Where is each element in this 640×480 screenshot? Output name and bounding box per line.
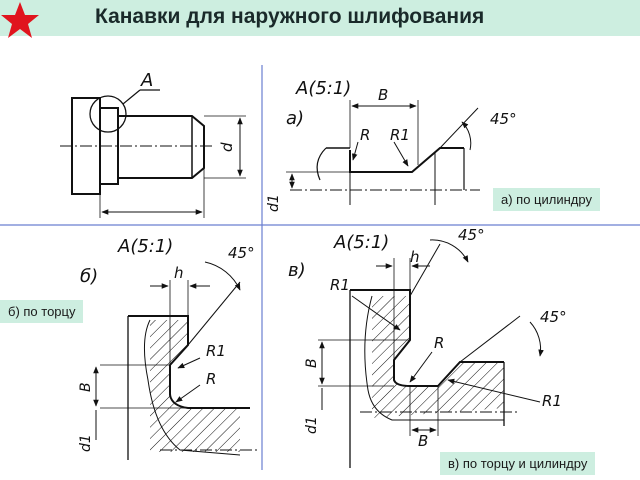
star-icon <box>1 2 39 38</box>
caption-face: б) по торцу <box>0 300 84 323</box>
dim-B-label-a: B <box>378 86 388 104</box>
groove-detail-b <box>93 261 260 460</box>
dim-R1-label-a: R1 <box>390 126 410 144</box>
dim-d1-label-v: d1 <box>304 416 320 434</box>
title-bar <box>0 0 640 36</box>
dim-R1-label-v-top: R1 <box>330 276 350 294</box>
page-title: Канавки для наружного шлифования <box>95 5 485 28</box>
dim-R-label-v: R <box>434 334 444 352</box>
caption-face-and-cylinder: в) по торцу и цилиндру <box>440 452 596 475</box>
shaft-overview <box>60 89 246 218</box>
dim-B-label-v-side: B <box>304 358 320 368</box>
scale-label-a: А(5:1) <box>295 78 351 99</box>
dim-R-label-a: R <box>360 126 370 144</box>
angle-label-v-right: 45° <box>540 308 567 326</box>
caption-cylinder: а) по цилиндру <box>493 188 600 211</box>
groove-detail-a <box>286 100 480 205</box>
groove-detail-v <box>318 239 544 468</box>
variant-b-label: б) <box>80 266 98 287</box>
dim-B-label-v-bottom: B <box>418 432 428 450</box>
dim-h-label-b: h <box>174 264 184 282</box>
view-a-label: А <box>140 70 153 91</box>
variant-a-label: а) <box>286 108 304 129</box>
dim-d1-label-a: d1 <box>266 194 282 212</box>
dim-d1-label-b: d1 <box>78 434 94 452</box>
scale-label-v: А(5:1) <box>333 232 389 253</box>
dim-R-label-b: R <box>206 370 216 388</box>
scale-label-b: А(5:1) <box>117 236 173 257</box>
variant-v-label: в) <box>288 260 306 281</box>
angle-label-a: 45° <box>490 110 517 128</box>
dim-R1-label-v-bottom: R1 <box>542 392 562 410</box>
dim-h-label-v: h <box>410 248 420 266</box>
dim-R1-label-b: R1 <box>206 342 226 360</box>
angle-label-b: 45° <box>228 244 255 262</box>
dim-d-label: d <box>218 142 236 152</box>
dim-B-label-b: B <box>78 382 94 392</box>
angle-label-v-top: 45° <box>458 226 485 244</box>
